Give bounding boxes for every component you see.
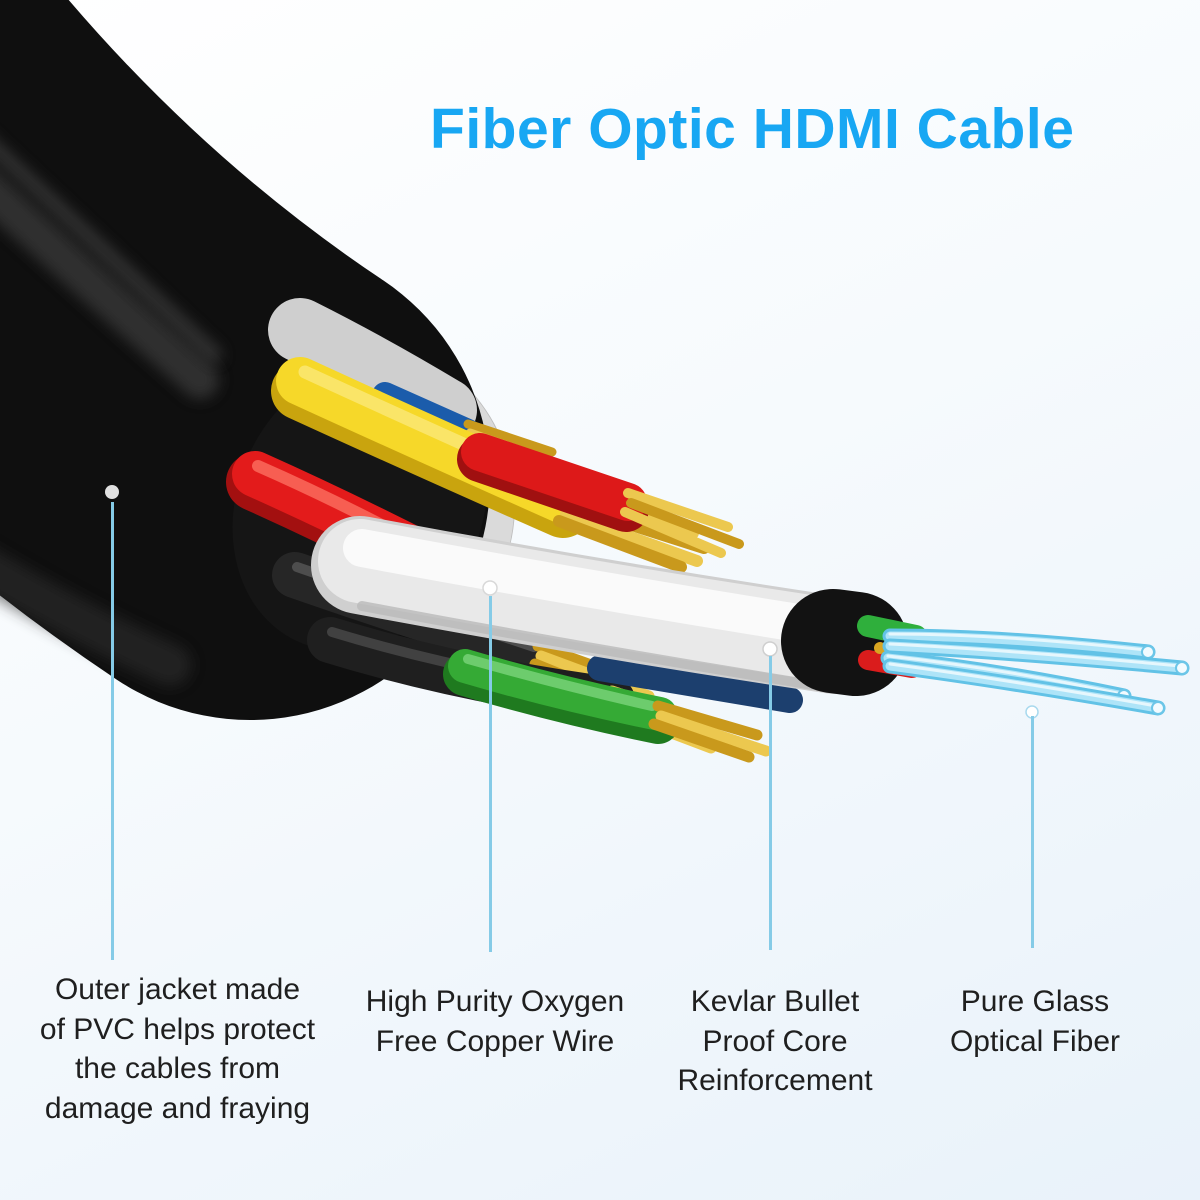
wire-navy — [587, 655, 803, 713]
label-optical-fiber: Pure Glass Optical Fiber — [949, 985, 1121, 1058]
label-kevlar-core: Kevlar Bullet Proof Core Reinforcement — [677, 985, 873, 1098]
copper-strands — [620, 488, 744, 558]
callout-line-outer-jacket — [111, 502, 114, 960]
callout-line-copper-wire — [489, 596, 492, 952]
callout-line-kevlar-core — [769, 656, 772, 950]
callout-line-optical-fiber — [1031, 716, 1034, 948]
wire-red-front — [457, 433, 744, 558]
label-copper-wire: High Purity Oxygen Free Copper Wire — [365, 985, 625, 1058]
kevlar-core — [311, 516, 884, 694]
label-outer-jacket: Outer jacket made of PVC helps protect t… — [39, 973, 316, 1125]
page-title: Fiber Optic HDMI Cable — [430, 97, 1075, 161]
core-end-cap — [781, 589, 908, 696]
outer-jacket — [0, 0, 490, 720]
optical-fibers — [880, 628, 1190, 716]
copper-strands — [648, 700, 772, 763]
